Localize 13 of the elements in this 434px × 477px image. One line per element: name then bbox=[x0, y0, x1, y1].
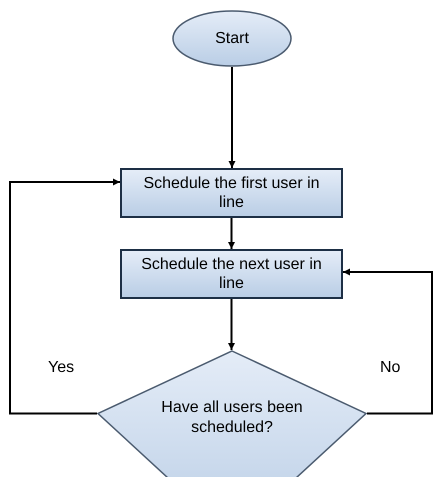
arrow bbox=[343, 268, 433, 414]
process-box bbox=[120, 168, 343, 218]
arrow bbox=[228, 299, 235, 350]
decision-diamond bbox=[97, 350, 367, 477]
node-text: Start bbox=[215, 28, 249, 48]
start-ellipse bbox=[172, 10, 292, 67]
arrow bbox=[228, 67, 236, 168]
node-text: Schedule the first user in line bbox=[142, 174, 321, 212]
node-text: Schedule the next user in line bbox=[140, 254, 323, 294]
process-box bbox=[120, 249, 343, 299]
node-text: Have all users been scheduled? bbox=[160, 398, 304, 437]
arrow bbox=[9, 178, 120, 414]
arrow bbox=[228, 218, 235, 249]
